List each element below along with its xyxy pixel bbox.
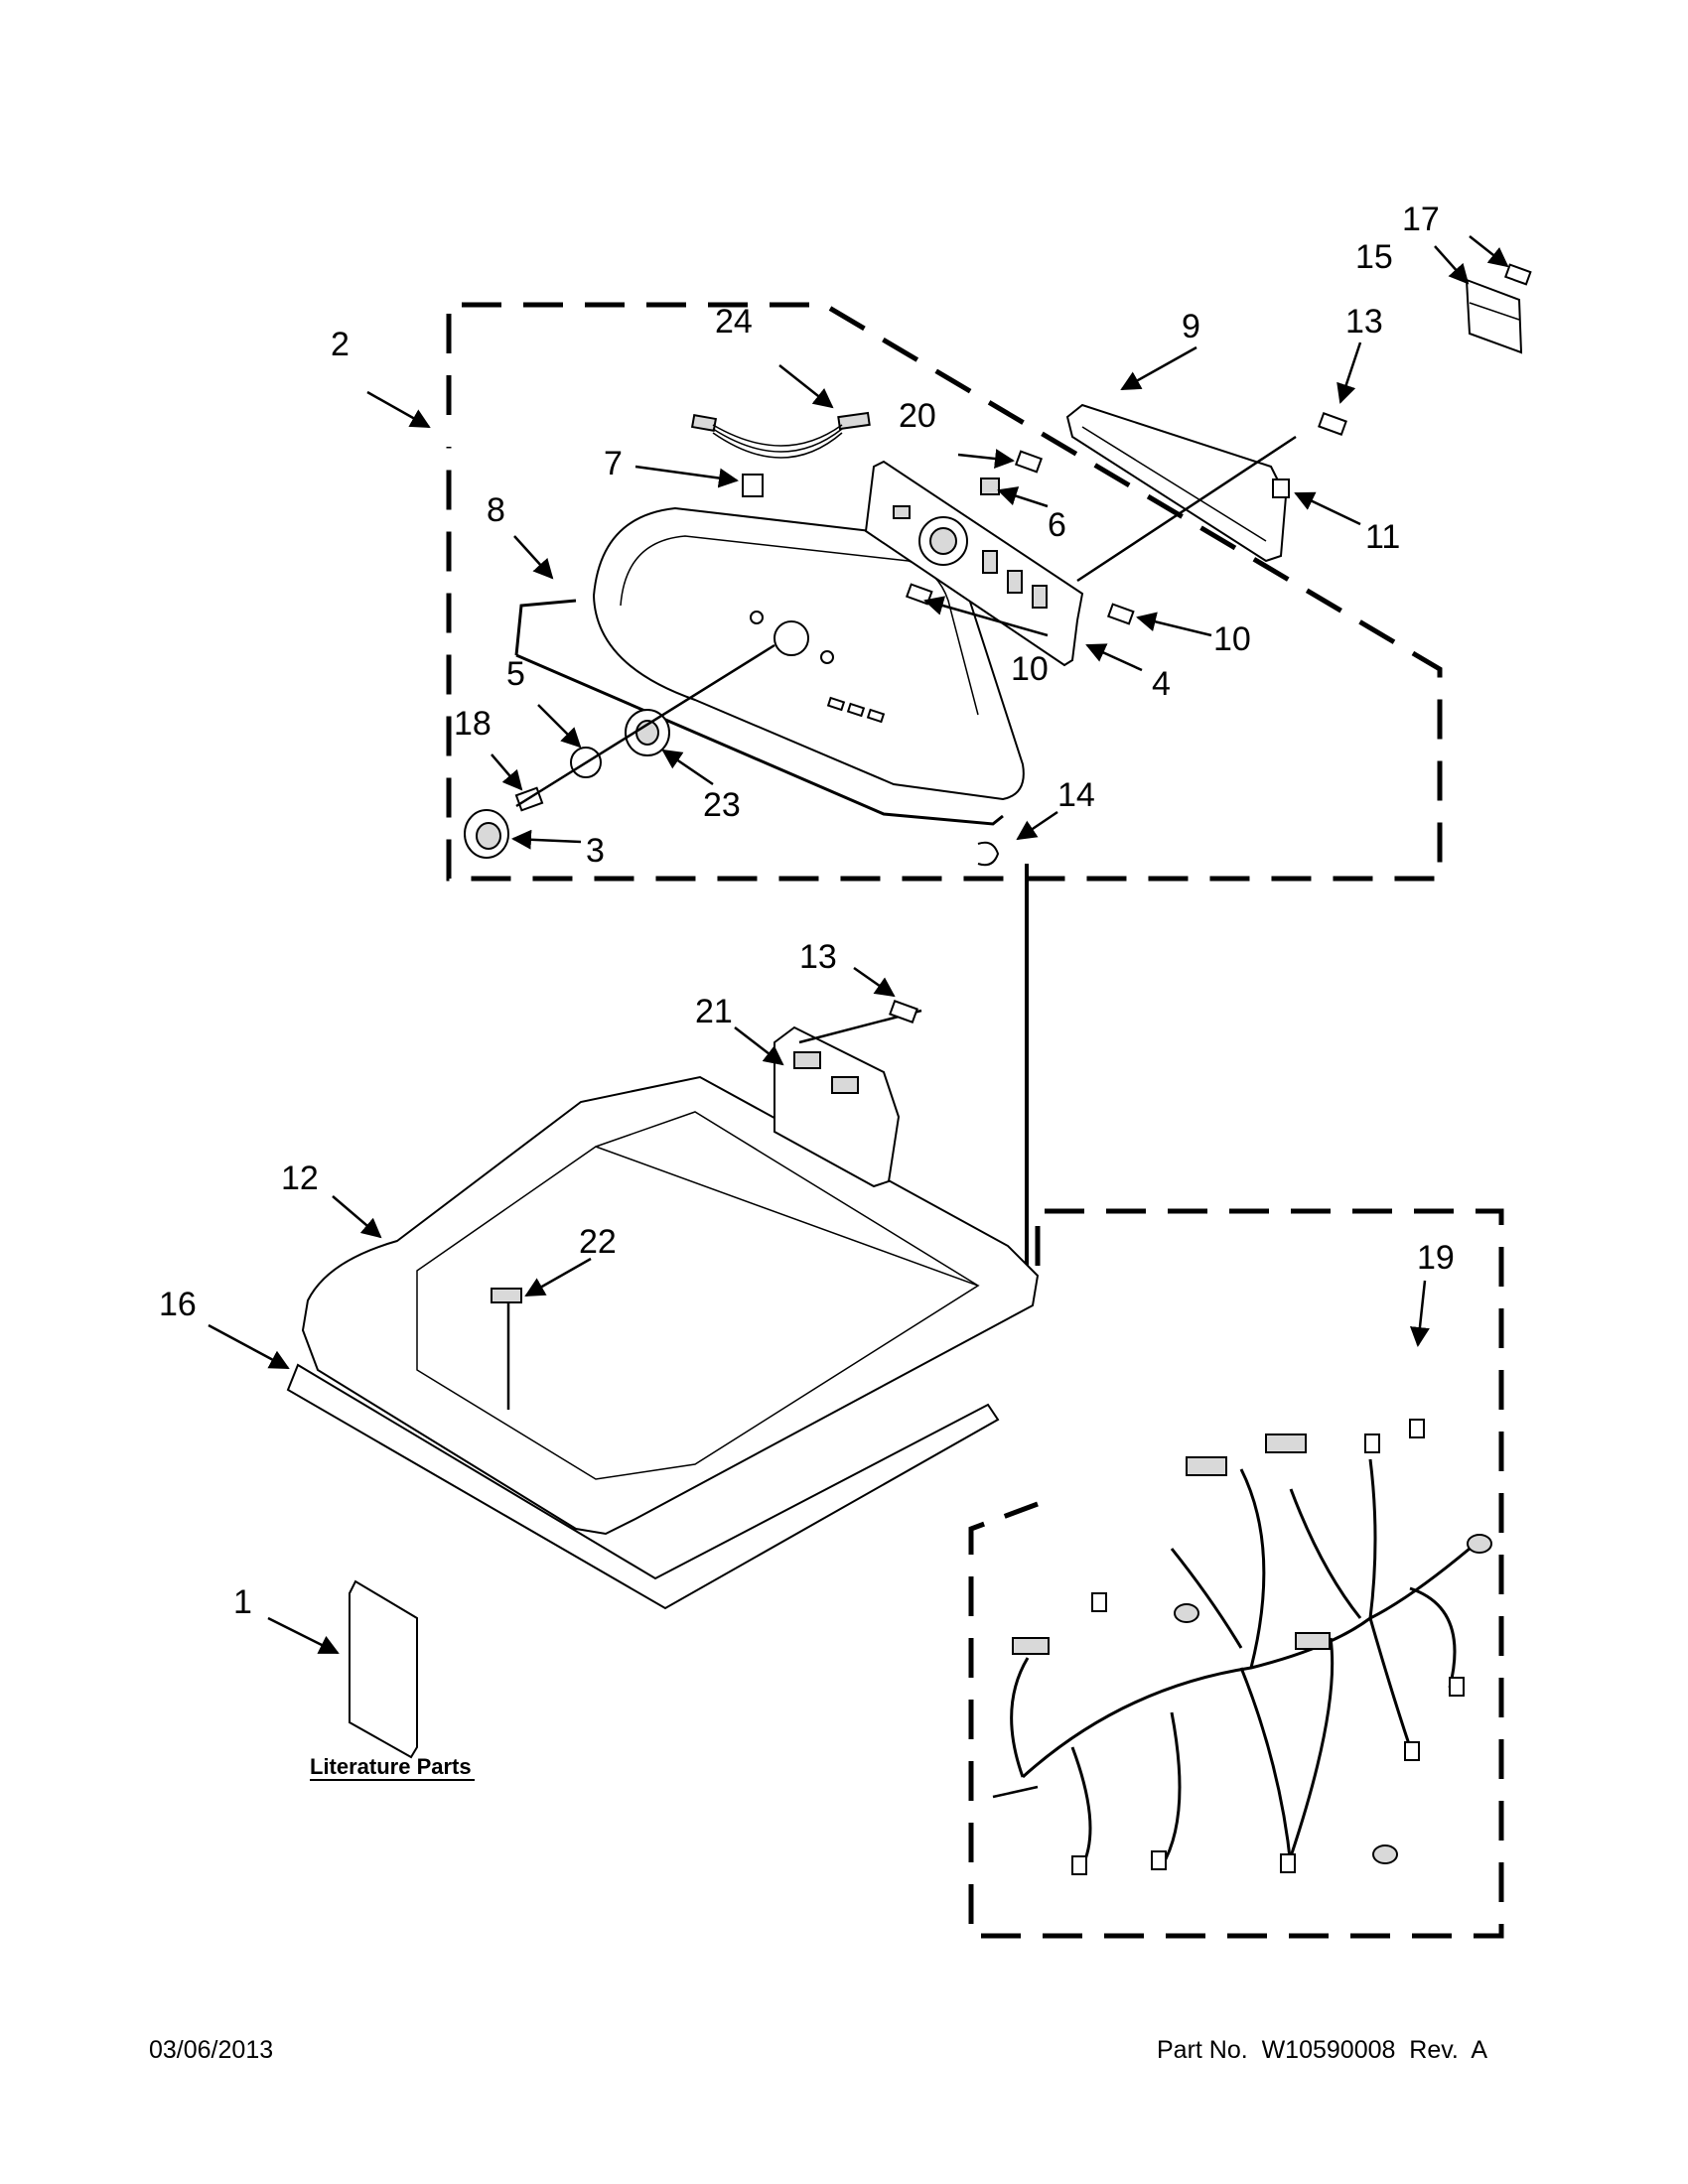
leader-arrows: [208, 235, 1509, 1655]
callout-7: 7: [604, 445, 623, 482]
screw-13b: [889, 1000, 918, 1024]
cover-plate-15: [1465, 278, 1523, 354]
callout-14: 14: [1057, 776, 1095, 814]
clip-11: [1272, 478, 1290, 498]
callout-20: 20: [899, 397, 936, 435]
callout-8: 8: [487, 491, 505, 529]
gasket-sheet-16: [286, 1363, 1000, 1610]
callout-1: 1: [233, 1583, 252, 1621]
callout-12: 12: [281, 1160, 319, 1197]
control-panel-assembly-box: [446, 302, 1443, 1281]
main-wire-harness: [992, 1419, 1492, 1875]
wire-harness-small: [690, 411, 871, 459]
literature-book: [349, 1579, 418, 1759]
knob-assembly: [464, 643, 775, 859]
callout-3: 3: [586, 832, 605, 870]
user-interface-board: [864, 460, 1084, 667]
screw-10b: [1106, 603, 1135, 625]
clip-14: [977, 841, 1000, 867]
footer-part-number: Part No. W10590008 Rev. A: [1157, 2036, 1487, 2064]
knob-hole: [774, 620, 809, 656]
screw-20: [1014, 450, 1044, 474]
footer-date: 03/06/2013: [149, 2036, 273, 2064]
callout-19: 19: [1417, 1239, 1455, 1277]
callout-13-top: 13: [1345, 303, 1383, 341]
callout-6: 6: [1048, 506, 1066, 544]
screw-17: [1503, 263, 1532, 286]
callout-9: 9: [1182, 308, 1200, 345]
callout-24: 24: [715, 303, 753, 341]
console-panel: [592, 506, 1025, 801]
callout-23: 23: [703, 786, 741, 824]
lid-lock: [774, 1009, 922, 1188]
gasket-strip: [514, 599, 1004, 826]
callout-21: 21: [695, 993, 733, 1030]
lid-bumper: [491, 1288, 522, 1303]
callout-11: 11: [1365, 518, 1400, 556]
main-wire-harness-box: [968, 1208, 1504, 1939]
callout-15: 15: [1355, 238, 1393, 276]
top-panel-assembly: [301, 1075, 1040, 1536]
knob-spring-6: [980, 478, 1000, 495]
screw-13a: [1318, 412, 1347, 436]
callout-10-left: 10: [1011, 650, 1049, 688]
callout-10-right: 10: [1213, 620, 1251, 658]
console-bracket: [1065, 403, 1297, 583]
callout-5: 5: [506, 655, 525, 693]
callout-17: 17: [1402, 201, 1440, 238]
callout-4: 4: [1152, 665, 1171, 703]
callout-16: 16: [159, 1286, 197, 1323]
literature-label: Literature Parts: [310, 1754, 472, 1779]
callout-18: 18: [454, 705, 492, 743]
callout-2: 2: [331, 326, 350, 363]
clip: [742, 474, 764, 497]
callout-22: 22: [579, 1223, 617, 1261]
callout-labels: 2 24 7 8 5 18 3 23 20 6 9 13 11 10 10 4 …: [159, 201, 1455, 1621]
callout-13-lower: 13: [799, 938, 837, 976]
